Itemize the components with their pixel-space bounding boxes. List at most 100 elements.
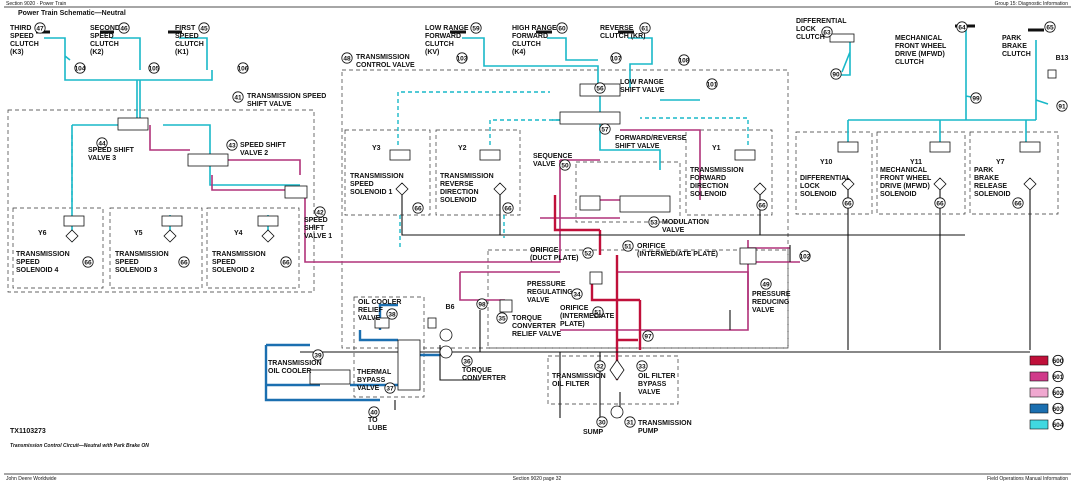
callout-number: 66 [758,202,766,209]
callout-number: 49 [762,281,770,288]
solenoid-label-line: TRANSMISSION [16,251,70,258]
solenoid-label-line: SPEED [115,259,139,266]
callout-number: 101 [707,81,718,88]
torque-converter-symbol-a [439,328,453,342]
callout-number: 66 [1014,200,1022,207]
callout-circle [582,247,594,259]
solenoid-label-line: FRONT WHEEL [880,175,932,182]
callout-circle [956,21,968,33]
speed-shift-valve-2-symbol [187,153,229,167]
component-label-line: THERMAL [357,369,392,376]
callout-circle [476,298,488,310]
solenoid-code: Y1 [712,145,721,152]
component-label-line: OIL COOLER [268,368,311,375]
y1-valve-symbol [734,149,756,161]
magenta-circuit [149,125,800,331]
solenoid-label-line: PARK [974,167,993,174]
component-label-line: CLUTCH (KR) [600,33,646,40]
callout-circle [96,137,108,149]
ref-97: 97 [642,330,654,342]
solenoid-code: Y2 [458,145,467,152]
callout-circle [386,308,398,320]
callout-circle [412,202,424,214]
component-label-line: ORIFICE [637,243,666,250]
solenoid-label-line: SOLENOID 1 [350,189,393,196]
callout-circle [648,216,660,228]
callout-number: 97 [644,333,652,340]
solenoid-label-line: TRANSMISSION [115,251,169,258]
callout-circle [592,306,604,318]
callout-circle [610,52,622,64]
component-label-line: (K1) [175,49,189,56]
header-right: Group 15: Diagnostic Information [995,1,1069,7]
figure-caption: Transmission Control Circuit—Neutral wit… [10,443,149,449]
y10-box [795,131,873,215]
callout-circle [1052,386,1064,399]
y5-valve-symbol [161,215,183,227]
component-label-line: SPEED SHIFT [240,142,287,149]
y3-valve-symbol [389,149,411,161]
y2-valve-symbol [479,149,501,161]
modulation-valve-symbol [619,195,671,213]
component-label-line: SECOND [90,25,120,32]
component-label-line: LOW RANGE [620,79,664,86]
solenoid-label-line: MECHANICAL [880,167,928,174]
component-label-line: FORWARD/REVERSE [615,135,687,142]
component-label-line: VALVE [358,315,381,322]
component-label-line: SPEED [90,33,114,40]
callout-number: 41 [234,94,242,101]
ref-90: 90 [830,68,842,80]
solenoid-label-line: RELEASE [974,183,1007,190]
y10-valve-symbol [837,141,859,153]
solenoid-label-line: SOLENOID 2 [212,267,255,274]
ref-103: 103 [456,52,468,64]
callout-circle [198,22,210,34]
callout-number: 66 [504,205,512,212]
component-label-line: SHIFT VALVE [615,143,660,150]
component-label-line: CONVERTER [462,375,506,382]
legend-item: 604 [1029,418,1064,431]
component-label-line: CLUTCH [1002,51,1031,58]
callout-number: 44 [98,140,106,147]
callout-number: 64 [958,24,966,31]
callout-number: 56 [596,85,604,92]
callout-circle [594,360,606,372]
component-label-line: CLUTCH [425,41,454,48]
ref-107: 107 [610,52,622,64]
callout-number: 51 [594,309,602,316]
component-label-line: MECHANICAL [895,35,943,42]
pressure-regulating-symbol [589,271,603,285]
component-label-line: REVERSE [600,25,634,32]
solenoid-label-line: SOLENOID 3 [115,267,158,274]
header-left: Section 9020 · Power Train [6,1,67,7]
callout-circle [842,197,854,209]
solenoid-label-line: LOCK [800,183,820,190]
solenoid-label-line: FORWARD [690,175,726,182]
component-label-line: VALVE [752,307,775,314]
oil-filter-symbol [609,359,625,381]
component-label-line: HIGH RANGE [512,25,557,32]
callout-circle [312,349,324,361]
forward-reverse-valve-symbol [559,111,621,125]
callout-number: 53 [650,219,658,226]
callout-number: 51 [624,243,632,250]
callout-number: 34 [573,291,581,298]
b6-sensor-symbol [427,317,437,329]
component-label-line: FORWARD [425,33,461,40]
callout-number: 30 [598,419,606,426]
callout-number: 60 [558,25,566,32]
